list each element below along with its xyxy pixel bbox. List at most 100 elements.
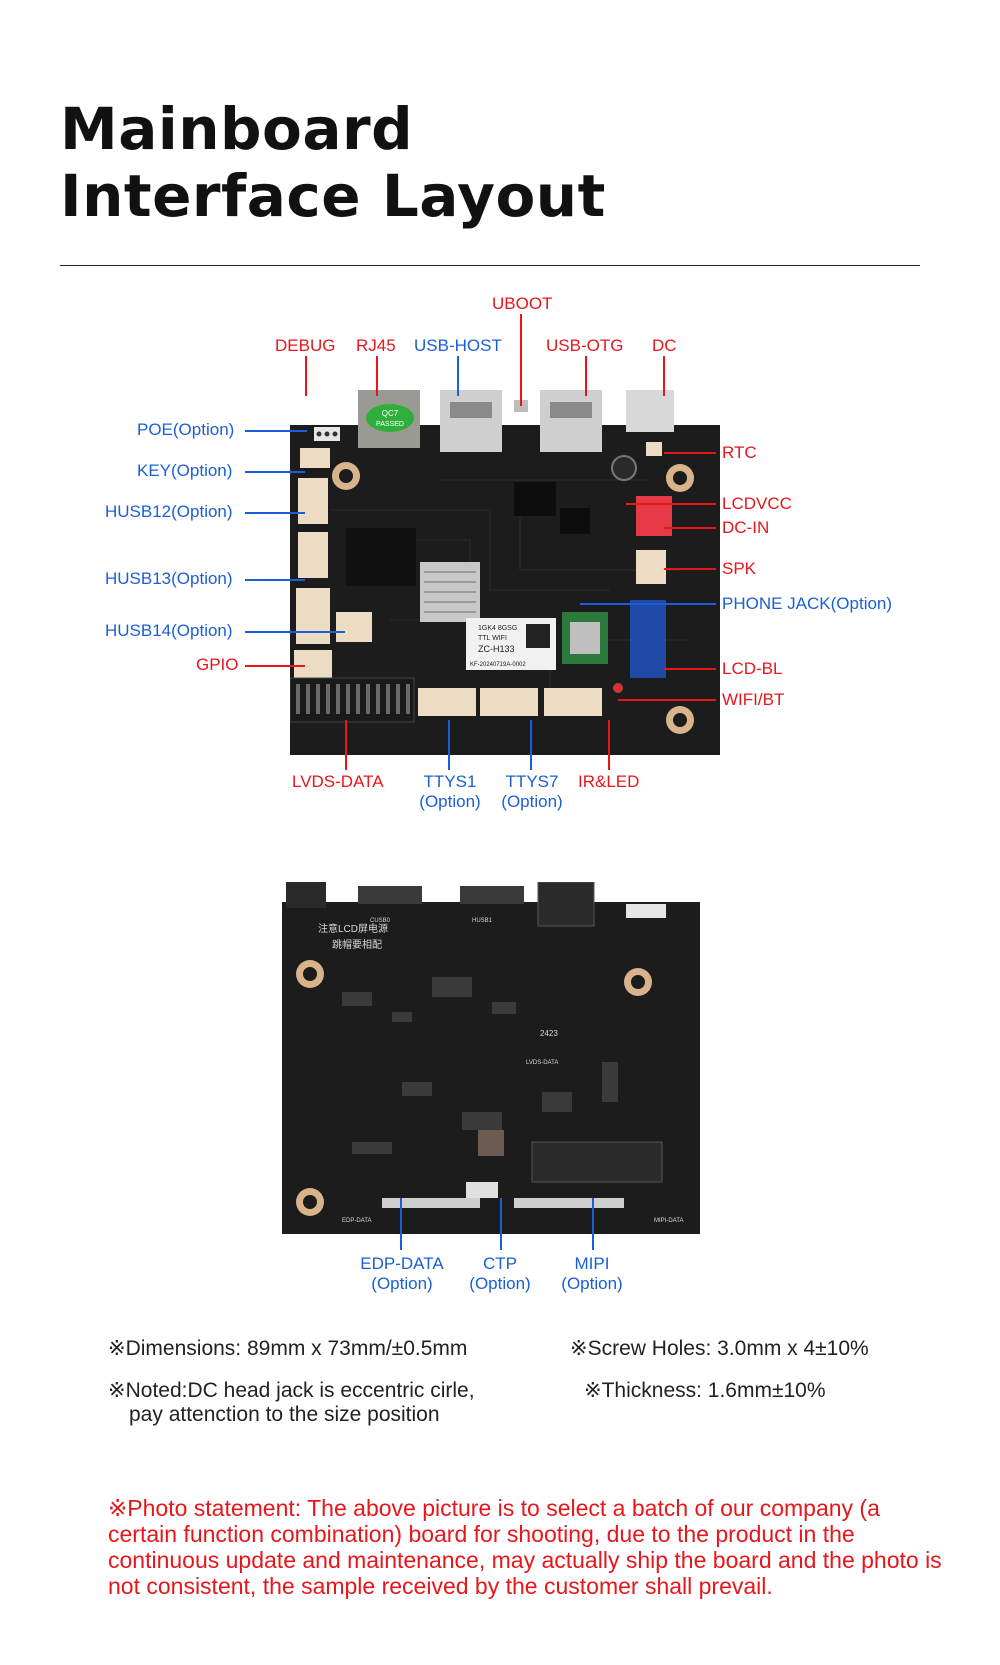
spk-connector <box>636 550 666 584</box>
label-ctp-option: (Option) <box>469 1273 531 1293</box>
svg-text:CUSB0: CUSB0 <box>370 918 391 924</box>
leader-usb-host <box>457 356 459 396</box>
spec-dimensions: ※Dimensions: 89mm x 73mm/±0.5mm <box>108 1337 468 1360</box>
leader-husb13 <box>245 579 305 581</box>
svg-text:TTL WIFI: TTL WIFI <box>478 635 507 642</box>
leader-rj45 <box>376 356 378 396</box>
spec-noted-line1: ※Noted:DC head jack is eccentric cirle, <box>108 1379 475 1402</box>
leader-phone-jack <box>580 603 716 605</box>
leader-lcd-bl <box>664 668 716 670</box>
page-title-line2: Interface Layout <box>60 162 606 230</box>
dc-in-connector <box>636 496 672 536</box>
label-key: KEY(Option) <box>137 461 233 480</box>
label-debug: DEBUG <box>275 336 336 355</box>
board-back-photo: 注意LCD屏电源 跳帽要相配 CUSB0 HUSB1 LVDS-DATA EDP… <box>282 882 700 1234</box>
label-irled: IR&LED <box>578 772 640 791</box>
label-uboot: UBOOT <box>492 294 553 313</box>
leader-rtc <box>664 452 716 454</box>
label-ctp: CTP (Option) <box>460 1254 540 1293</box>
svg-text:LVDS-DATA: LVDS-DATA <box>526 1060 558 1066</box>
label-rj45: RJ45 <box>356 336 396 355</box>
title-divider <box>60 265 920 266</box>
lvds-header <box>290 677 415 723</box>
label-rtc: RTC <box>722 443 757 462</box>
label-ttys1-name: TTYS1 <box>423 772 477 791</box>
label-usb-otg: USB-OTG <box>546 336 624 355</box>
label-husb12: HUSB12(Option) <box>105 502 233 521</box>
svg-text:注意LCD屏电源: 注意LCD屏电源 <box>318 922 388 935</box>
ttys7-connector <box>480 688 538 716</box>
leader-ctp <box>500 1198 502 1250</box>
label-husb14: HUSB14(Option) <box>105 621 233 640</box>
label-ttys7: TTYS7 (Option) <box>492 772 572 811</box>
label-wifi-bt: WIFI/BT <box>722 690 785 709</box>
label-dc: DC <box>652 336 677 355</box>
svg-text:QC7: QC7 <box>382 409 399 418</box>
wifi-antenna <box>613 683 623 693</box>
leader-uboot <box>520 314 522 406</box>
ctp-connector <box>466 1182 498 1198</box>
leader-lcdvcc <box>626 503 716 505</box>
leader-dc <box>663 356 665 396</box>
svg-text:EDP-DATA: EDP-DATA <box>342 1218 371 1224</box>
husb14-connector <box>336 612 372 642</box>
svg-text:HUSB1: HUSB1 <box>472 918 493 924</box>
label-gpio: GPIO <box>196 655 239 674</box>
leader-ttys1 <box>448 720 450 770</box>
board-front-photo: QC7 PASSED 1GK4 8GSG TTL WIFI ZC-H133 KF… <box>290 390 720 755</box>
leader-edp <box>400 1198 402 1250</box>
leader-poe <box>245 430 307 432</box>
label-ttys7-name: TTYS7 <box>505 772 559 791</box>
svg-text:ZC-H133: ZC-H133 <box>478 644 515 654</box>
label-spk: SPK <box>722 559 757 578</box>
edp-connector <box>382 1198 480 1208</box>
label-ttys7-option: (Option) <box>501 791 563 811</box>
label-ttys1: TTYS1 (Option) <box>410 772 490 811</box>
label-ttys1-option: (Option) <box>419 791 481 811</box>
leader-usb-otg <box>585 356 587 396</box>
leader-irled <box>608 720 610 770</box>
label-lcd-bl: LCD-BL <box>722 659 783 678</box>
usb-host-port <box>440 390 502 452</box>
label-husb13: HUSB13(Option) <box>105 569 233 588</box>
husb12-connector <box>298 532 328 578</box>
leader-key <box>245 471 305 473</box>
spec-thickness: ※Thickness: 1.6mm±10% <box>584 1379 826 1402</box>
husb13-connector <box>296 588 330 644</box>
label-phone-jack: PHONE JACK(Option) <box>722 594 893 613</box>
svg-text:2423: 2423 <box>540 1029 558 1038</box>
leader-spk <box>664 568 716 570</box>
svg-text:1GK4 8GSG: 1GK4 8GSG <box>478 625 517 632</box>
key-connector <box>298 478 328 524</box>
leader-gpio <box>245 665 305 667</box>
ttys1-connector <box>418 688 476 716</box>
ram-chip <box>346 528 416 586</box>
back-pin-header <box>531 1141 663 1183</box>
label-lvds: LVDS-DATA <box>292 772 384 791</box>
label-poe: POE(Option) <box>137 420 235 439</box>
leader-husb12 <box>245 512 305 514</box>
label-edp: EDP-DATA (Option) <box>352 1254 452 1293</box>
svg-text:PASSED: PASSED <box>376 421 404 428</box>
uboot-button <box>514 400 528 412</box>
label-mipi-option: (Option) <box>561 1273 623 1293</box>
label-ctp-name: CTP <box>483 1254 517 1273</box>
dc-jack <box>626 390 674 432</box>
label-mipi: MIPI (Option) <box>552 1254 632 1293</box>
label-edp-option: (Option) <box>371 1273 433 1293</box>
label-usb-host: USB-HOST <box>414 336 502 355</box>
usb-otg-port <box>540 390 602 452</box>
irled-connector <box>544 688 602 716</box>
label-edp-name: EDP-DATA <box>360 1254 444 1273</box>
poe-connector <box>300 448 330 468</box>
svg-text:MIPI-DATA: MIPI-DATA <box>654 1218 683 1224</box>
leader-wifi-bt <box>618 699 716 701</box>
spec-noted-line2: pay attenction to the size position <box>129 1403 440 1426</box>
lcd-bl-connector <box>630 600 666 678</box>
leader-dc-in <box>664 527 716 529</box>
rtc-connector <box>646 442 662 456</box>
label-mipi-name: MIPI <box>574 1254 610 1273</box>
label-dc-in: DC-IN <box>722 518 770 537</box>
photo-statement: ※Photo statement: The above picture is t… <box>108 1495 942 1599</box>
page-title-line1: Mainboard <box>60 95 414 163</box>
